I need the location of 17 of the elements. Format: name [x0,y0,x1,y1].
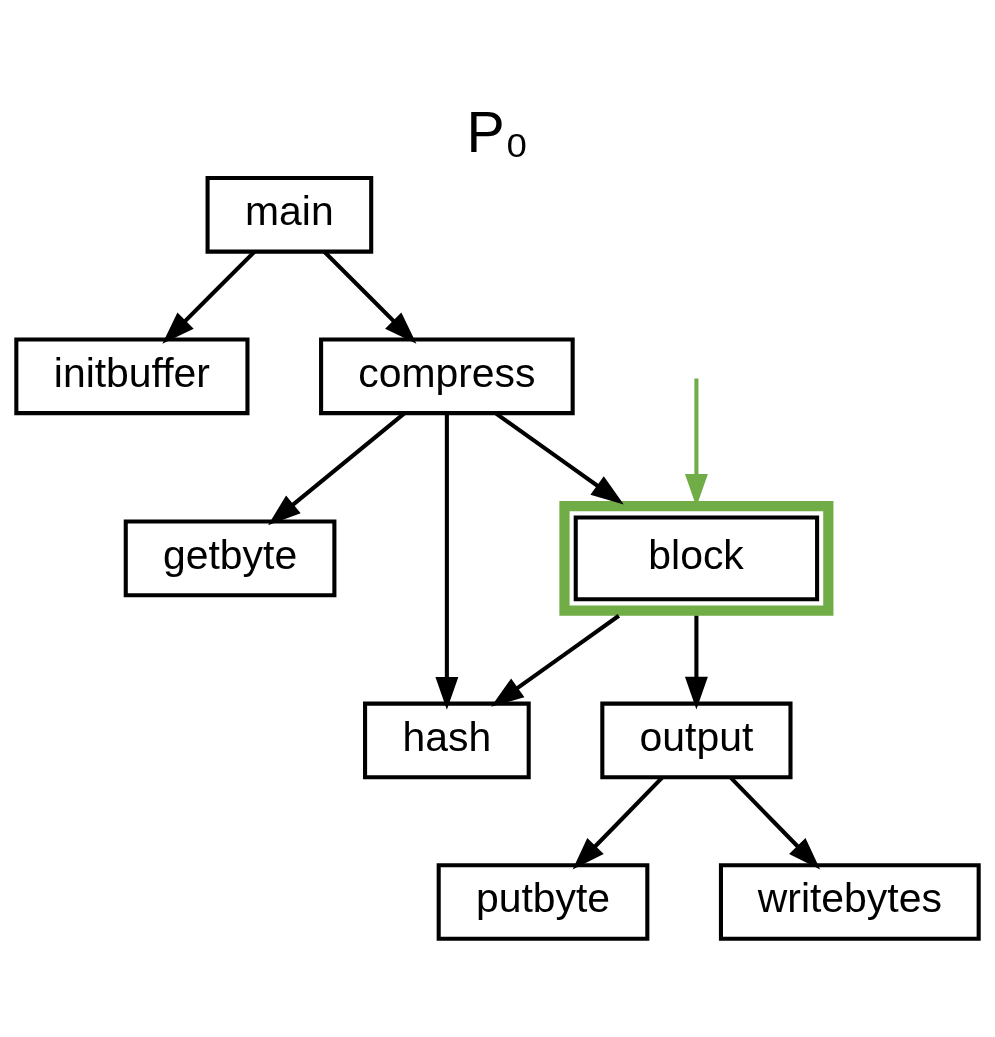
node-box: block [559,501,834,616]
arrow [435,413,459,710]
node-box: main [205,175,374,254]
arrow [162,250,256,344]
node-box: initbuffer [14,337,250,416]
node-box: writebytes [718,863,981,941]
node-box: putbyte [436,863,650,941]
arrow [728,776,821,870]
node-box: compress [319,337,575,416]
arrow [322,250,417,344]
arrow [684,615,708,710]
arrow [491,614,620,707]
node-box: getbyte [123,519,337,598]
arrow [572,776,664,870]
diagram-title: P₀ [466,100,529,165]
node-box: output [600,701,793,780]
node-box: hash [363,701,531,780]
